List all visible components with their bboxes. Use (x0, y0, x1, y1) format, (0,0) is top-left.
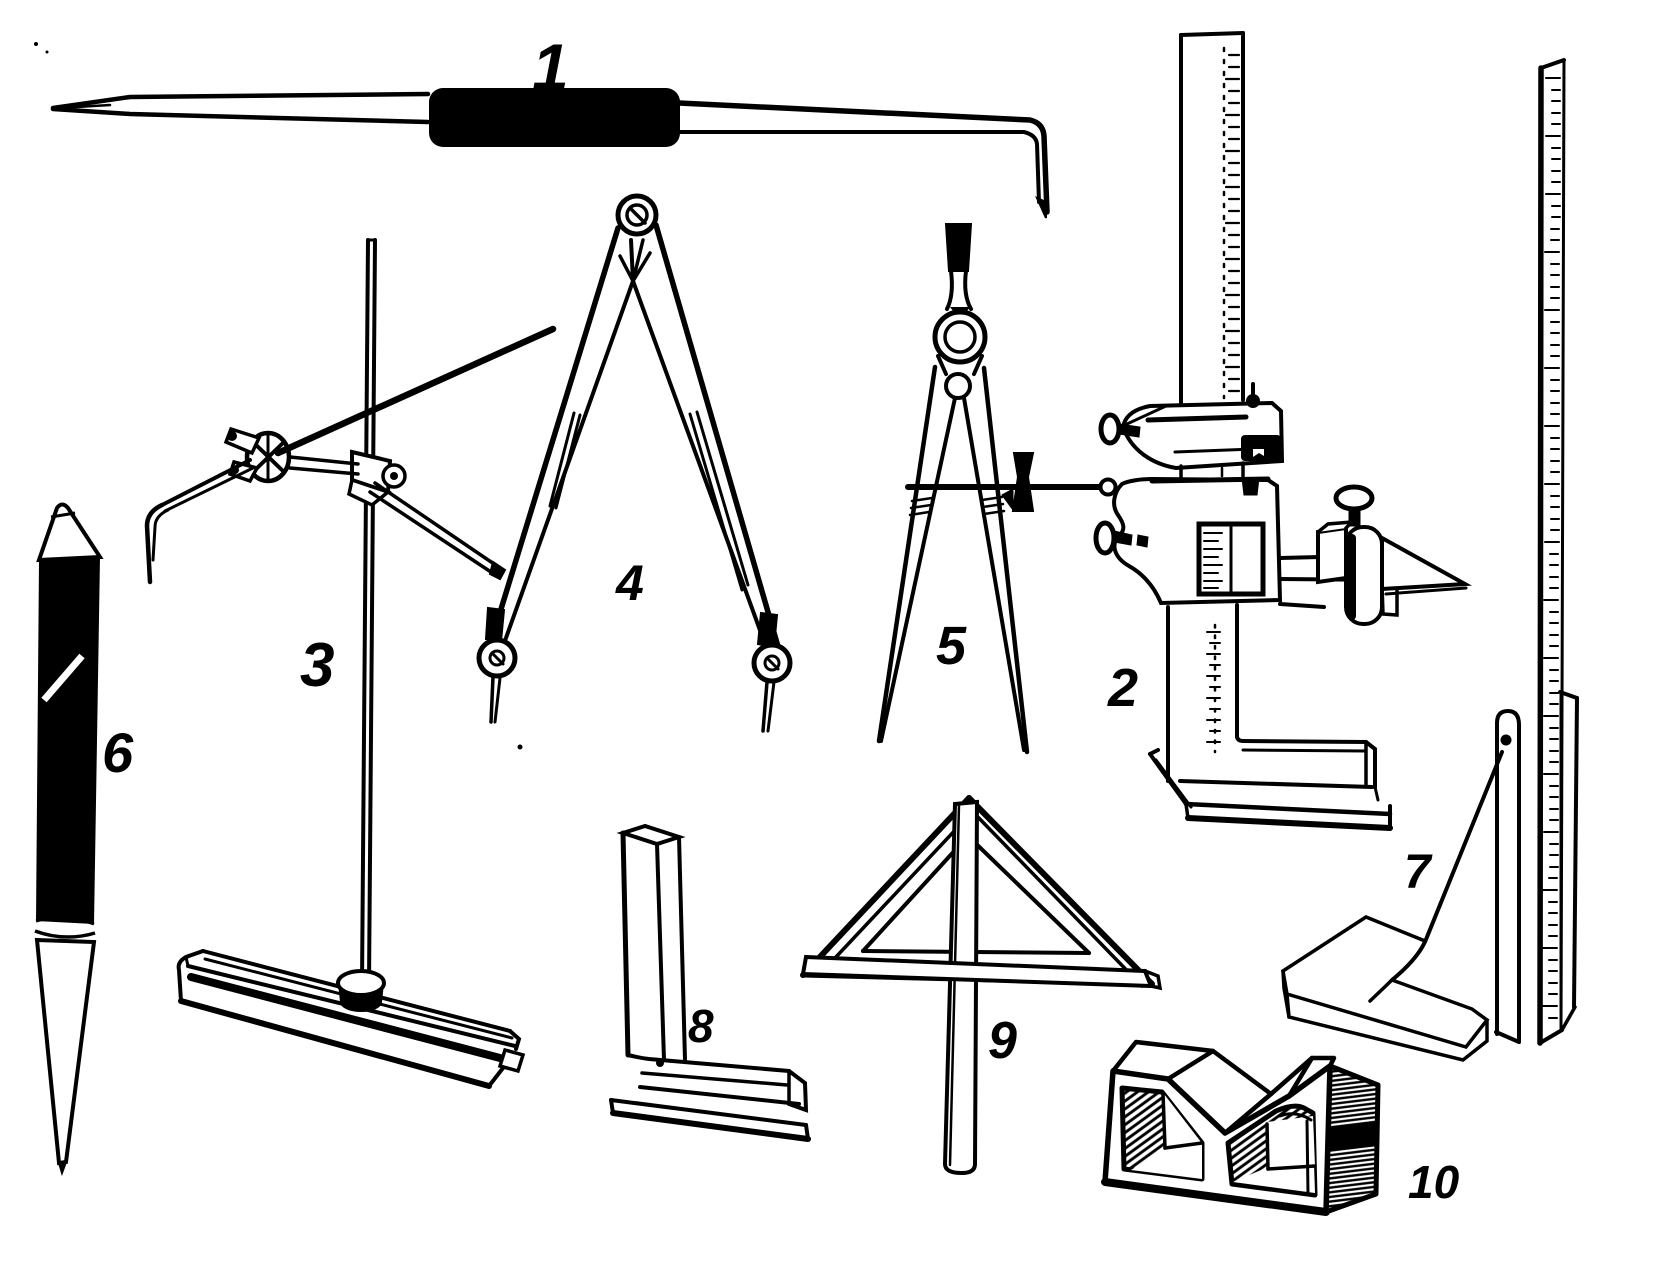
svg-text:3: 3 (300, 631, 334, 700)
svg-text:7: 7 (1404, 846, 1433, 899)
svg-text:6: 6 (102, 721, 134, 784)
svg-text:4: 4 (615, 555, 644, 611)
svg-text:8: 8 (688, 1000, 714, 1052)
svg-text:2: 2 (1107, 658, 1138, 718)
svg-text:5: 5 (936, 616, 967, 676)
svg-text:10: 10 (1408, 1156, 1460, 1208)
svg-text:9: 9 (988, 1012, 1017, 1070)
svg-text:1: 1 (532, 30, 569, 104)
